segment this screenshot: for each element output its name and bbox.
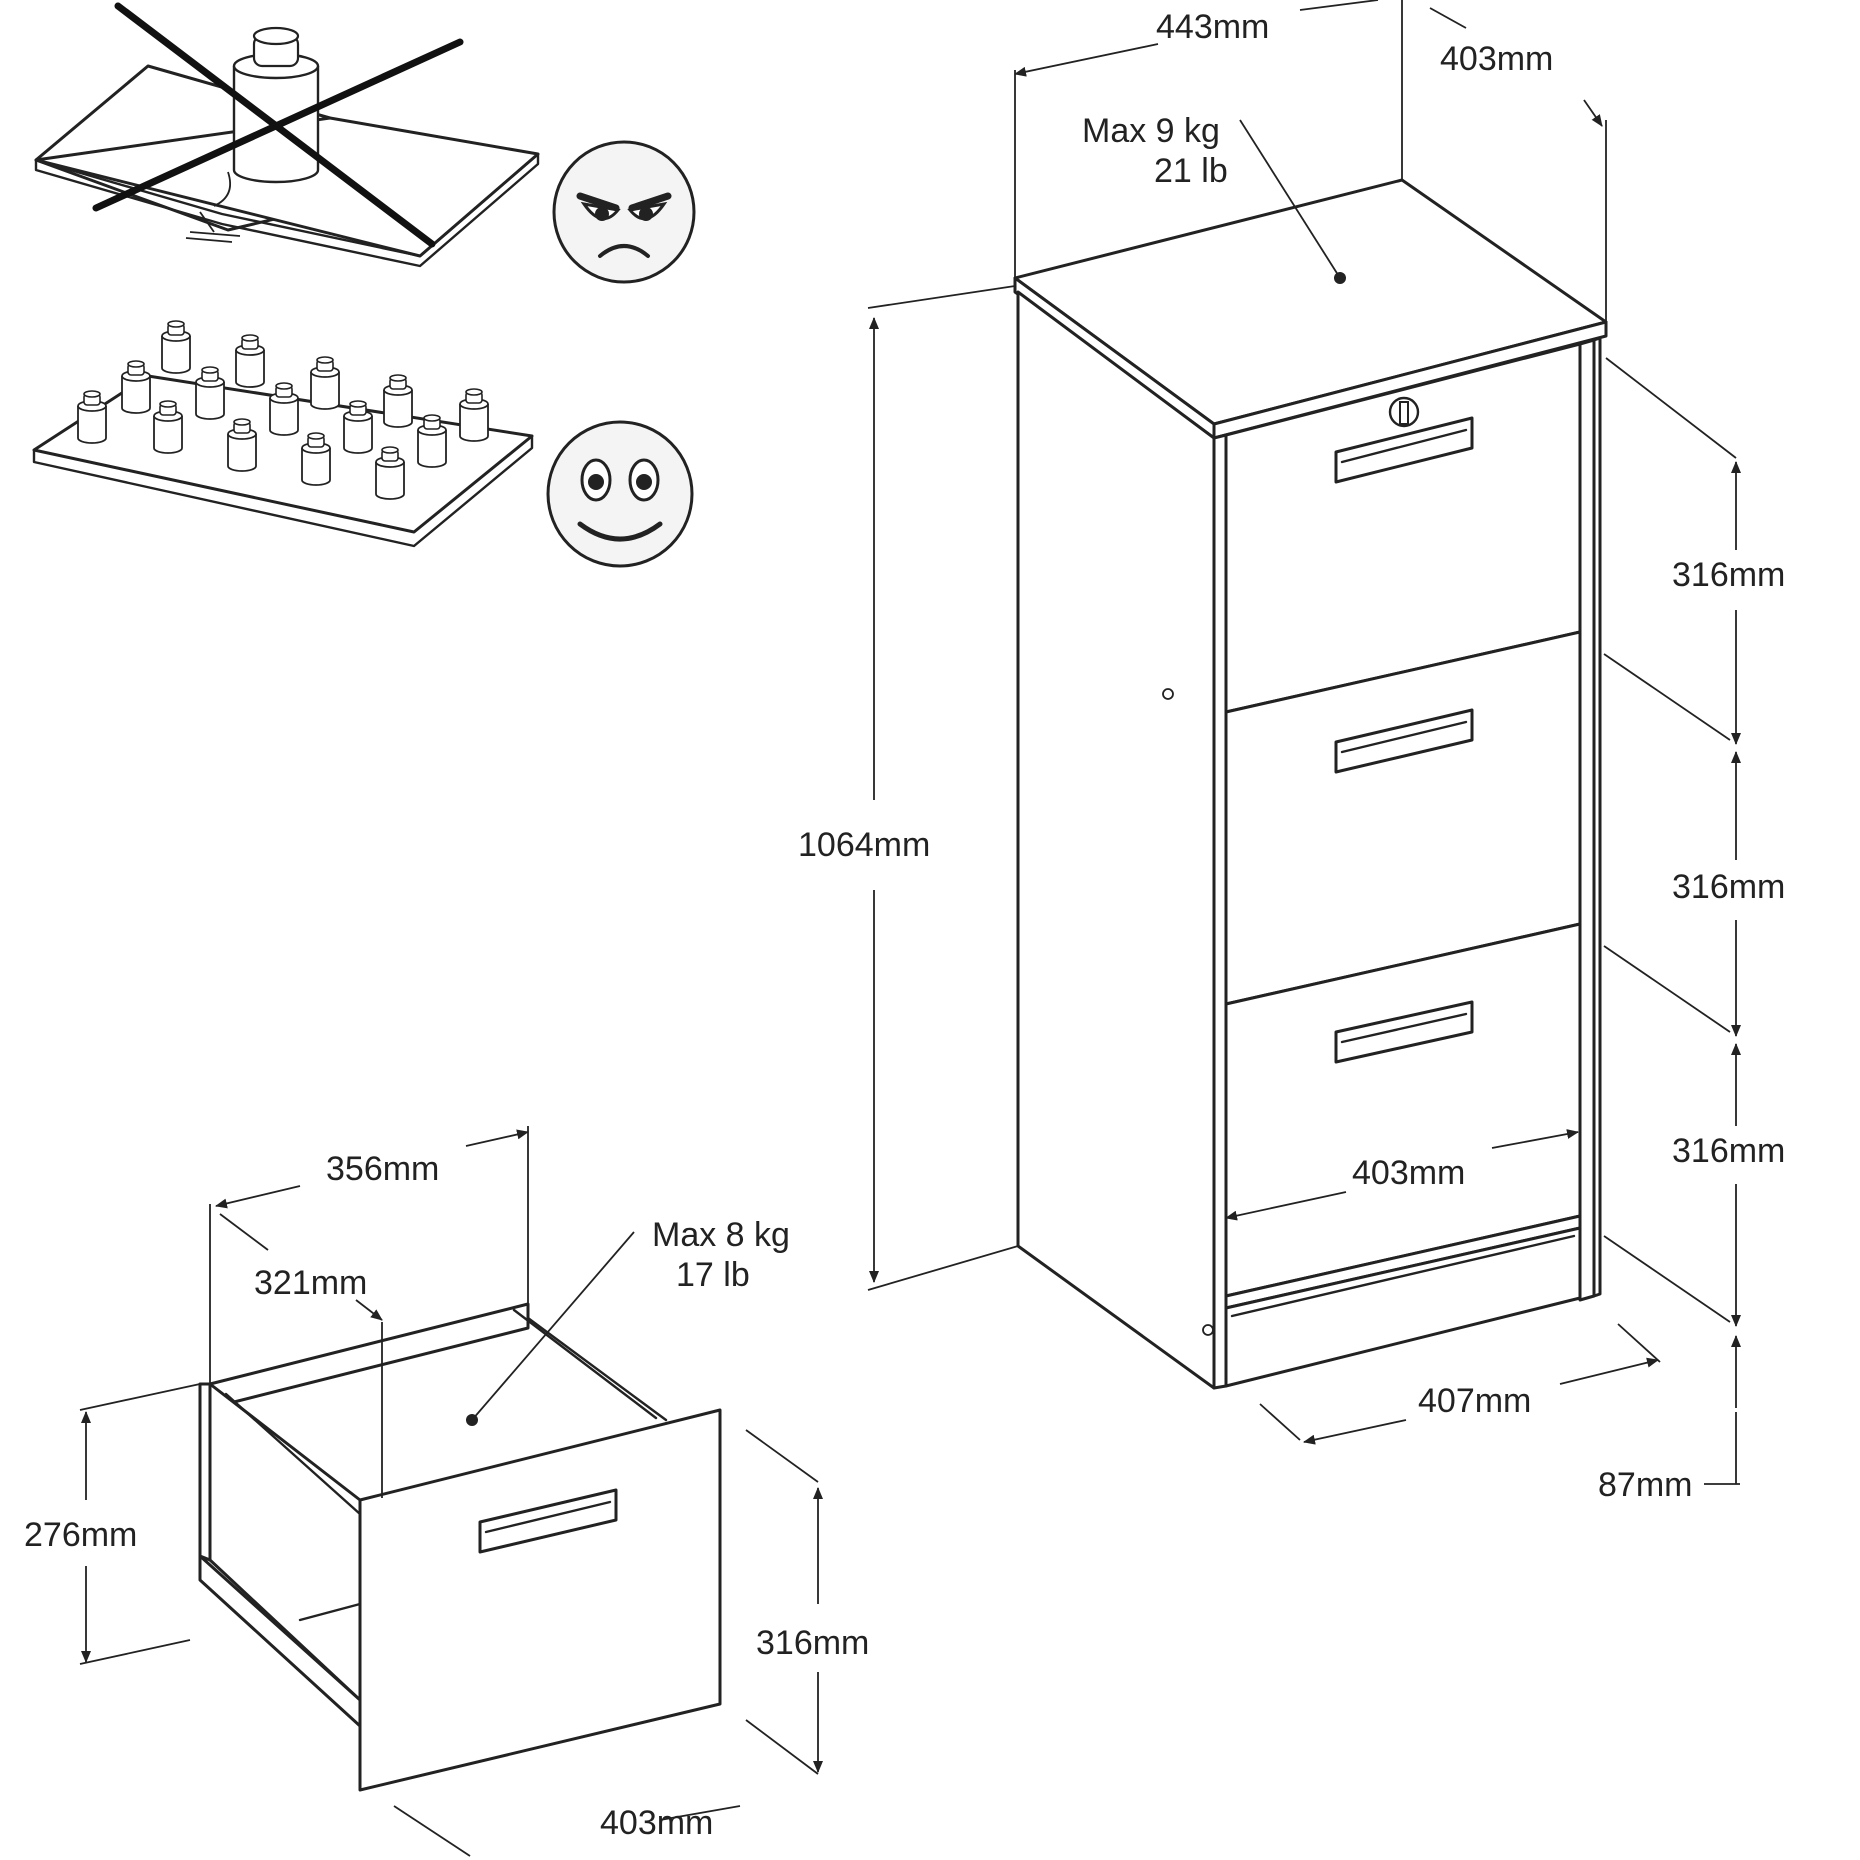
cabinet-load-lb-label: 21 lb bbox=[1154, 152, 1228, 190]
cross-out-icon bbox=[92, 2, 464, 248]
drawer-side-panel bbox=[198, 1382, 212, 1562]
drawer-load-kg-label: Max 8 kg bbox=[652, 1216, 790, 1254]
plinth-height-label: 87mm bbox=[1598, 1466, 1692, 1504]
cabinet-height-label: 1064mm bbox=[798, 826, 930, 864]
drawer-front-middle[interactable] bbox=[1224, 630, 1582, 1006]
distributed-load-shelf-icon bbox=[32, 320, 534, 548]
drawer-handle-top bbox=[1334, 416, 1474, 484]
cabinet-load-kg-label: Max 9 kg bbox=[1082, 112, 1220, 150]
drawer-handle bbox=[478, 1488, 618, 1554]
drawer-front-width-label: 403mm bbox=[600, 1804, 713, 1842]
drawer-height-1-label: 316mm bbox=[1672, 556, 1785, 594]
drawer-detail bbox=[198, 1231, 722, 1792]
drawer-front[interactable] bbox=[358, 1408, 722, 1792]
drawer-load-lb-label: 17 lb bbox=[676, 1256, 750, 1294]
drawer-front-top[interactable] bbox=[1224, 342, 1582, 714]
drawer-front-height-label: 316mm bbox=[756, 1624, 869, 1662]
drawer-handle-bottom bbox=[1334, 1000, 1474, 1064]
cabinet-depth-label: 403mm bbox=[1440, 40, 1553, 78]
drawer-side-height-label: 276mm bbox=[24, 1516, 137, 1554]
cabinet-width-label: 443mm bbox=[1156, 8, 1269, 46]
filing-cabinet bbox=[1013, 119, 1608, 1390]
angry-face-icon bbox=[552, 140, 696, 284]
happy-face-icon bbox=[546, 420, 694, 568]
cabinet-inner-width-label: 403mm bbox=[1352, 1154, 1465, 1192]
cabinet-side-panel bbox=[1016, 290, 1216, 1390]
cabinet-base-width-label: 407mm bbox=[1418, 1382, 1531, 1420]
drawer-height-2-label: 316mm bbox=[1672, 868, 1785, 906]
drawer-dimensions bbox=[79, 1126, 823, 1857]
drawer-inner-depth-label: 321mm bbox=[254, 1264, 367, 1302]
drawer-outer-width-label: 356mm bbox=[326, 1150, 439, 1188]
drawer-front-bottom[interactable] bbox=[1224, 922, 1582, 1298]
drawer-handle-middle bbox=[1334, 708, 1474, 774]
point-load-shelf-icon bbox=[34, 26, 540, 268]
cabinet-dimensions bbox=[867, 0, 1741, 1485]
drawer-height-3-label: 316mm bbox=[1672, 1132, 1785, 1170]
lock-icon[interactable] bbox=[1388, 396, 1420, 428]
